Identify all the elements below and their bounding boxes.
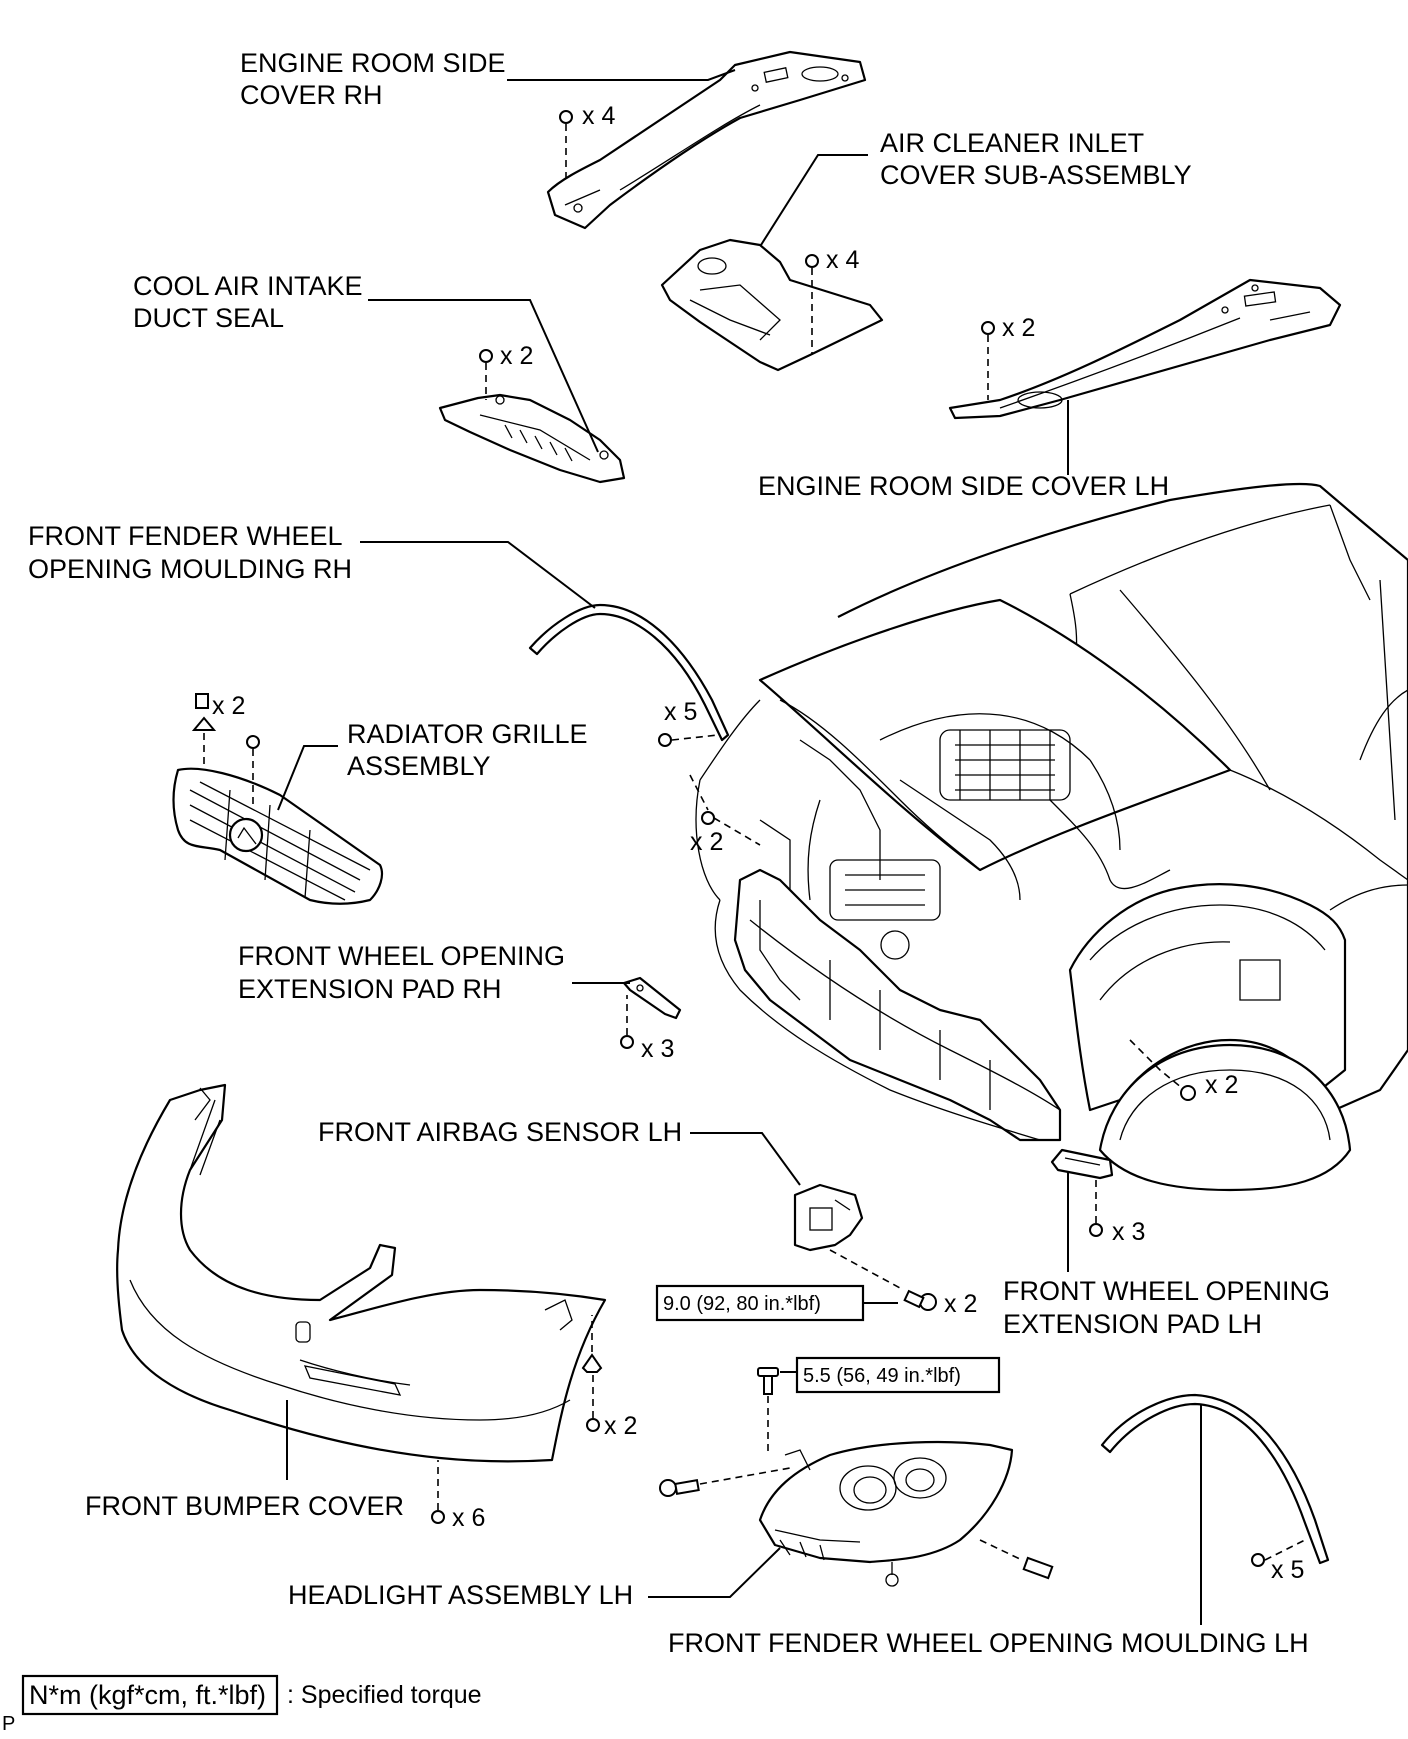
label-engine-room-side-cover-rh-2: COVER RH	[240, 80, 383, 110]
bolt-headlight-top	[757, 1367, 779, 1455]
corner-mark: P	[2, 1713, 15, 1734]
qty-fender-screws: x 2	[690, 828, 723, 856]
torque-box-headlight	[795, 1356, 1001, 1394]
qty-bumper-side: x 2	[604, 1412, 637, 1440]
legend-torque-units: N*m (kgf*cm, ft.*lbf)	[29, 1680, 266, 1710]
label-radiator-grille-1: RADIATOR GRILLE	[347, 719, 588, 749]
screw-moulding-lh	[1251, 1539, 1306, 1567]
screw-pad-rh	[620, 995, 634, 1049]
vehicle-body-outline	[695, 482, 1408, 1192]
front-wheel-opening-extension-pad-lh	[1050, 1148, 1114, 1180]
screw-grille	[246, 735, 260, 805]
qty-moulding-rh: x 5	[664, 698, 697, 726]
air-cleaner-inlet-cover	[660, 238, 884, 372]
leader-airbag-sensor	[690, 1132, 801, 1186]
qty-side-cover-lh: x 2	[1002, 314, 1035, 342]
screw-moulding-rh	[658, 733, 719, 747]
screw-duct-seal	[479, 349, 493, 400]
legend-torque-box	[21, 1674, 279, 1716]
leader-duct-seal	[368, 299, 599, 453]
qty-airbag-bolts: x 2	[944, 1290, 977, 1318]
label-engine-room-side-cover-lh: ENGINE ROOM SIDE COVER LH	[758, 471, 1169, 501]
label-cool-air-intake-duct-seal-2: DUCT SEAL	[133, 303, 284, 333]
legend-description: : Specified torque	[287, 1681, 482, 1709]
clip-bumper-side	[581, 1315, 603, 1432]
cool-air-intake-duct-seal	[438, 393, 626, 484]
qty-pad-lh: x 3	[1112, 1218, 1145, 1246]
front-fender-moulding-lh	[1100, 1393, 1330, 1565]
qty-moulding-lh: x 5	[1271, 1556, 1304, 1584]
bolt-airbag-sensor	[829, 1249, 937, 1311]
qty-wheel-screws: x 2	[1205, 1071, 1238, 1099]
radiator-grille-assembly	[172, 767, 384, 905]
qty-duct-seal: x 2	[500, 342, 533, 370]
clip-grille-top	[191, 693, 217, 770]
bolt-headlight-right	[979, 1539, 1054, 1580]
torque-box-airbag-sensor	[655, 1284, 865, 1322]
leader-radiator-grille	[277, 745, 338, 811]
label-front-bumper-cover: FRONT BUMPER COVER	[85, 1491, 404, 1521]
qty-side-cover-rh: x 4	[582, 102, 615, 130]
front-wheel-opening-extension-pad-rh	[622, 976, 682, 1020]
label-air-cleaner-inlet-cover-1: AIR CLEANER INLET	[880, 128, 1144, 158]
label-front-fender-moulding-lh: FRONT FENDER WHEEL OPENING MOULDING LH	[668, 1628, 1309, 1658]
screw-bumper-bottom	[431, 1460, 445, 1524]
screw-wheel-liner	[1129, 1039, 1196, 1101]
label-engine-room-side-cover-rh-1: ENGINE ROOM SIDE	[240, 48, 506, 78]
label-cool-air-intake-duct-seal-1: COOL AIR INTAKE	[133, 271, 363, 301]
leader-air-cleaner	[760, 154, 868, 246]
leader-headlight	[648, 1547, 781, 1598]
leader-side-cover-rh	[507, 69, 736, 81]
screw-fender	[689, 774, 761, 846]
engine-room-side-cover-rh	[546, 50, 867, 230]
screw-side-cover-lh	[981, 321, 995, 400]
label-air-cleaner-inlet-cover-2: COVER SUB-ASSEMBLY	[880, 160, 1192, 190]
torque-headlight: 5.5 (56, 49 in.*lbf)	[803, 1365, 961, 1387]
label-front-fender-moulding-rh-2: OPENING MOULDING RH	[28, 554, 352, 584]
screw-pad-lh	[1089, 1180, 1103, 1237]
label-extension-pad-lh-2: EXTENSION PAD LH	[1003, 1309, 1262, 1339]
front-airbag-sensor-lh	[793, 1183, 864, 1252]
label-front-airbag-sensor-lh: FRONT AIRBAG SENSOR LH	[318, 1117, 682, 1147]
headlight-assembly-lh	[758, 1440, 1014, 1587]
torque-airbag-sensor: 9.0 (92, 80 in.*lbf)	[663, 1293, 821, 1315]
label-extension-pad-rh-2: EXTENSION PAD RH	[238, 974, 502, 1004]
qty-bumper-bottom: x 6	[452, 1504, 485, 1532]
front-fender-moulding-rh	[528, 603, 730, 742]
qty-pad-rh: x 3	[641, 1035, 674, 1063]
label-headlight-assembly-lh: HEADLIGHT ASSEMBLY LH	[288, 1580, 633, 1610]
label-radiator-grille-2: ASSEMBLY	[347, 751, 491, 781]
label-front-fender-moulding-rh-1: FRONT FENDER WHEEL	[28, 521, 343, 551]
screw-air-cleaner	[805, 254, 819, 355]
qty-air-cleaner: x 4	[826, 246, 859, 274]
engine-room-side-cover-lh	[948, 278, 1342, 420]
qty-grille-clips: x 2	[212, 692, 245, 720]
bolt-headlight-left	[659, 1467, 791, 1497]
label-extension-pad-rh-1: FRONT WHEEL OPENING	[238, 941, 565, 971]
label-extension-pad-lh-1: FRONT WHEEL OPENING	[1003, 1276, 1330, 1306]
leader-moulding-rh	[360, 541, 596, 609]
front-bumper-cover	[116, 1083, 607, 1463]
screw-side-cover-rh	[559, 110, 573, 182]
